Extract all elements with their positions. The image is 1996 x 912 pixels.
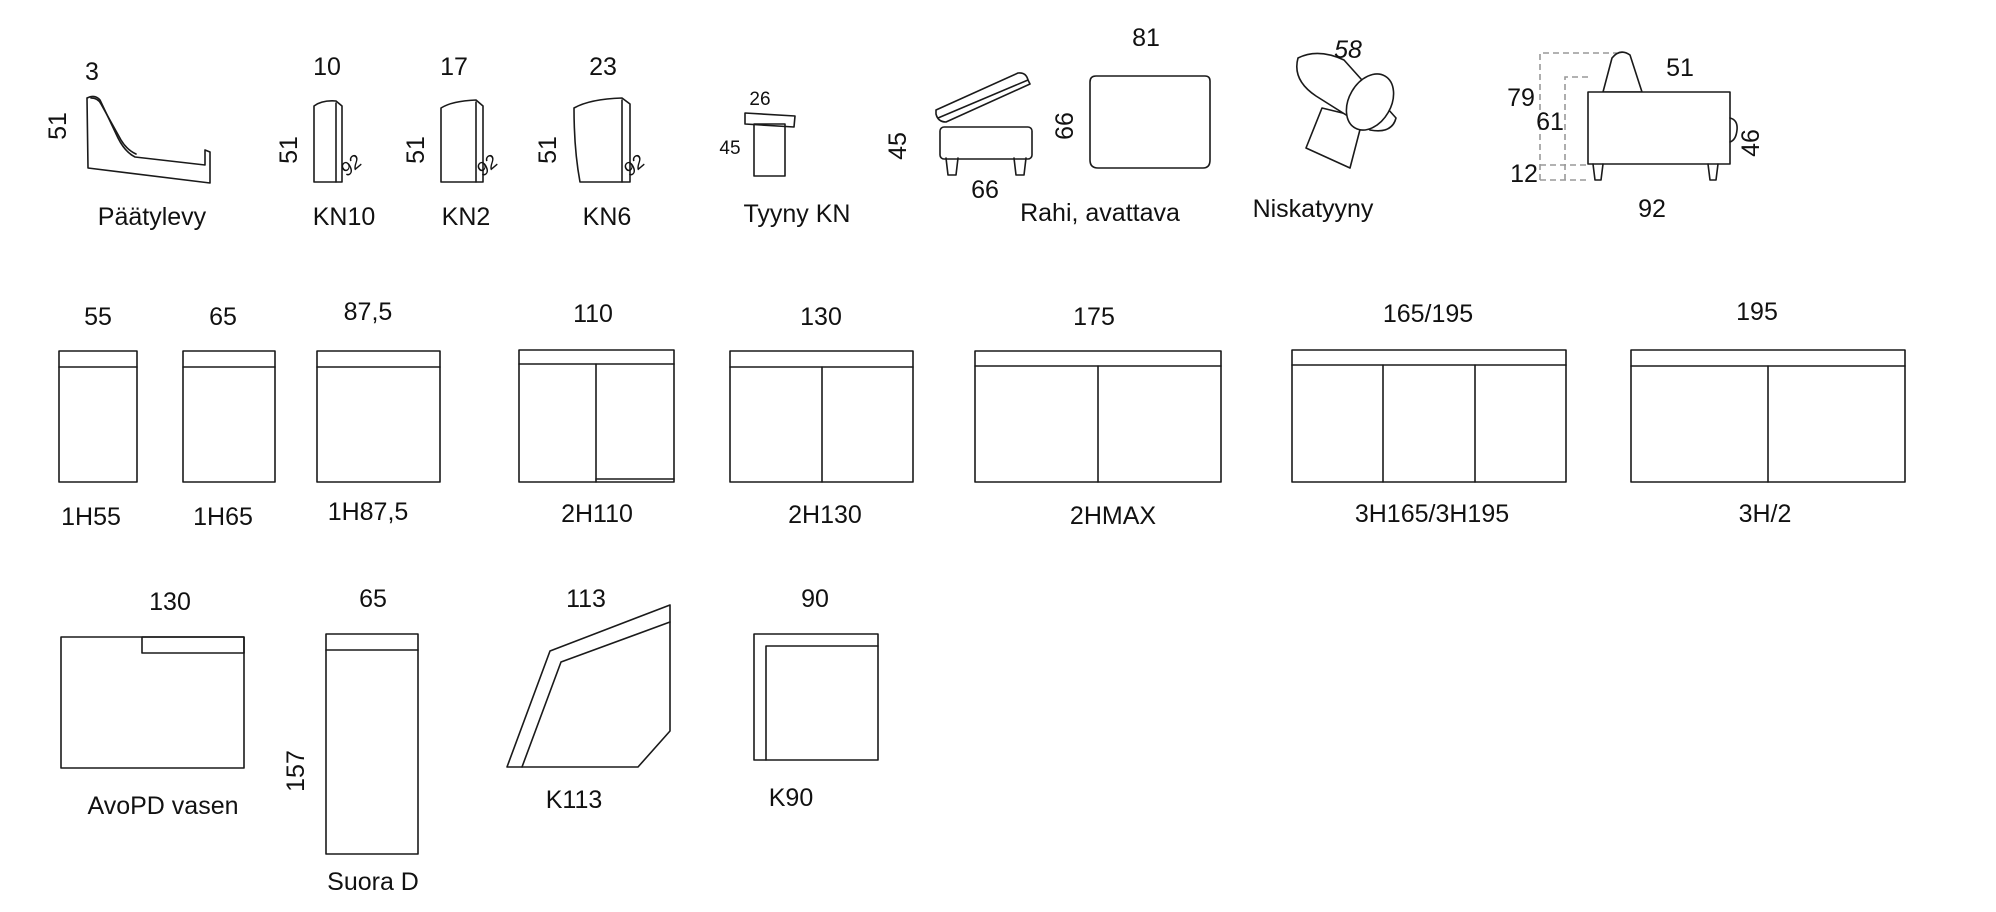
rahi-height: 45 <box>884 132 912 160</box>
module-1h875-label: 1H87,5 <box>328 498 409 526</box>
module-3h: 165/195 3H165/3H195 <box>1291 300 1567 528</box>
module-3h-width: 165/195 <box>1383 300 1473 328</box>
side-depth: 92 <box>1638 195 1666 223</box>
kn2-shape <box>440 99 484 183</box>
module-2hmax-label: 2HMAX <box>1070 502 1156 530</box>
k113-module: 113 K113 <box>506 585 671 814</box>
side-seat-depth: 51 <box>1666 54 1694 82</box>
module-1h875-shape <box>316 350 441 483</box>
side-seat-height: 46 <box>1737 129 1765 157</box>
module-2h110-shape <box>518 349 675 483</box>
tyyny-kn-shape <box>744 112 796 177</box>
side-total-height: 79 <box>1507 84 1535 112</box>
k90-label: K90 <box>769 784 813 812</box>
module-2hmax: 175 2HMAX <box>974 303 1222 530</box>
rahi-top-depth: 66 <box>1051 112 1079 140</box>
module-2h130-shape <box>729 350 914 483</box>
tyyny-kn-label: Tyyny KN <box>744 200 851 228</box>
module-2h130: 130 2H130 <box>729 303 914 529</box>
module-1h55: 55 1H55 <box>58 303 138 531</box>
module-3h2-shape <box>1630 349 1906 483</box>
kn6-label: KN6 <box>583 203 632 231</box>
rahi-top-shape <box>1089 75 1211 169</box>
module-3h2-width: 195 <box>1736 298 1778 326</box>
suora-d-length: 157 <box>282 750 310 792</box>
k90-width: 90 <box>801 585 829 613</box>
module-2h110-label: 2H110 <box>561 500 633 528</box>
avopd-vasen-module: 130 AvoPD vasen <box>60 588 245 820</box>
module-2h110: 110 2H110 <box>518 300 675 528</box>
kn10-shape <box>313 100 343 183</box>
kn2-depth: 92 <box>473 151 503 181</box>
kn2-width: 17 <box>440 53 468 81</box>
k113-width: 113 <box>566 585 606 613</box>
kn6-height: 51 <box>534 136 562 164</box>
paatylevy-module: 3 51 Päätylevy <box>44 58 211 231</box>
kn10-height: 51 <box>275 136 303 164</box>
paatylevy-shape <box>86 95 211 184</box>
tyyny-kn-module: 26 45 Tyyny KN <box>719 89 850 228</box>
kn10-width: 10 <box>313 53 341 81</box>
rahi-module: 45 66 81 66 Rahi, avattava <box>884 24 1211 227</box>
niskatyyny-shape <box>1296 52 1397 169</box>
module-1h55-label: 1H55 <box>61 503 121 531</box>
paatylevy-height: 51 <box>44 112 72 140</box>
side-back-height: 61 <box>1536 108 1564 136</box>
kn6-width: 23 <box>589 53 617 81</box>
module-1h65-shape <box>182 350 276 483</box>
module-1h55-shape <box>58 350 138 483</box>
module-3h-label: 3H165/3H195 <box>1355 500 1509 528</box>
suora-d-label: Suora D <box>327 868 419 896</box>
avopd-vasen-width: 130 <box>149 588 191 616</box>
rahi-top-width: 81 <box>1132 24 1160 52</box>
avopd-vasen-shape <box>60 636 245 769</box>
kn10-label: KN10 <box>313 203 376 231</box>
module-2hmax-width: 175 <box>1073 303 1115 331</box>
niskatyyny-label: Niskatyyny <box>1253 195 1374 223</box>
kn6-shape <box>573 97 631 183</box>
module-2h130-label: 2H130 <box>788 501 862 529</box>
suora-d-module: 65 157 Suora D <box>282 585 419 896</box>
kn6-depth: 92 <box>620 151 650 181</box>
niskatyyny-width: 58 <box>1334 36 1362 64</box>
paatylevy-label: Päätylevy <box>98 203 207 231</box>
kn2-module: 17 51 92 KN2 <box>402 53 503 231</box>
rahi-open-shape <box>935 72 1033 176</box>
tyyny-kn-width: 26 <box>749 89 770 110</box>
kn2-height: 51 <box>402 136 430 164</box>
module-1h875: 87,5 1H87,5 <box>316 298 441 526</box>
module-3h2-label: 3H/2 <box>1739 500 1792 528</box>
suora-d-width: 65 <box>359 585 387 613</box>
k113-shape <box>506 604 671 768</box>
k113-label: K113 <box>546 786 603 814</box>
rahi-width: 66 <box>971 176 999 204</box>
module-2h130-width: 130 <box>800 303 842 331</box>
module-1h65-label: 1H65 <box>193 503 253 531</box>
avopd-vasen-label: AvoPD vasen <box>87 792 238 820</box>
kn6-module: 23 51 92 KN6 <box>534 53 650 231</box>
module-3h2: 195 3H/2 <box>1630 298 1906 528</box>
side-view-shape <box>1539 51 1738 181</box>
module-1h65-width: 65 <box>209 303 237 331</box>
side-leg-height: 12 <box>1510 160 1538 188</box>
tyyny-kn-height: 45 <box>719 138 740 159</box>
suora-d-shape <box>325 633 419 855</box>
kn2-label: KN2 <box>442 203 491 231</box>
module-3h-shape <box>1291 349 1567 483</box>
module-1h875-width: 87,5 <box>344 298 393 326</box>
module-1h55-width: 55 <box>84 303 112 331</box>
module-2hmax-shape <box>974 350 1222 483</box>
paatylevy-width: 3 <box>85 58 99 86</box>
k90-shape <box>753 633 879 761</box>
k90-module: 90 K90 <box>753 585 879 812</box>
niskatyyny-module: 58 Niskatyyny <box>1253 36 1397 223</box>
module-2h110-width: 110 <box>573 300 613 328</box>
side-view: 51 79 61 12 46 92 <box>1507 51 1765 223</box>
module-1h65: 65 1H65 <box>182 303 276 531</box>
kn10-module: 10 51 92 KN10 <box>275 53 375 231</box>
rahi-label: Rahi, avattava <box>1020 199 1180 227</box>
